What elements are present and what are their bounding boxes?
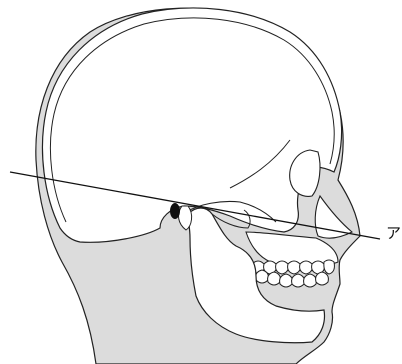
- line-label: ア: [386, 226, 401, 241]
- ear-canal-marker: [170, 203, 180, 219]
